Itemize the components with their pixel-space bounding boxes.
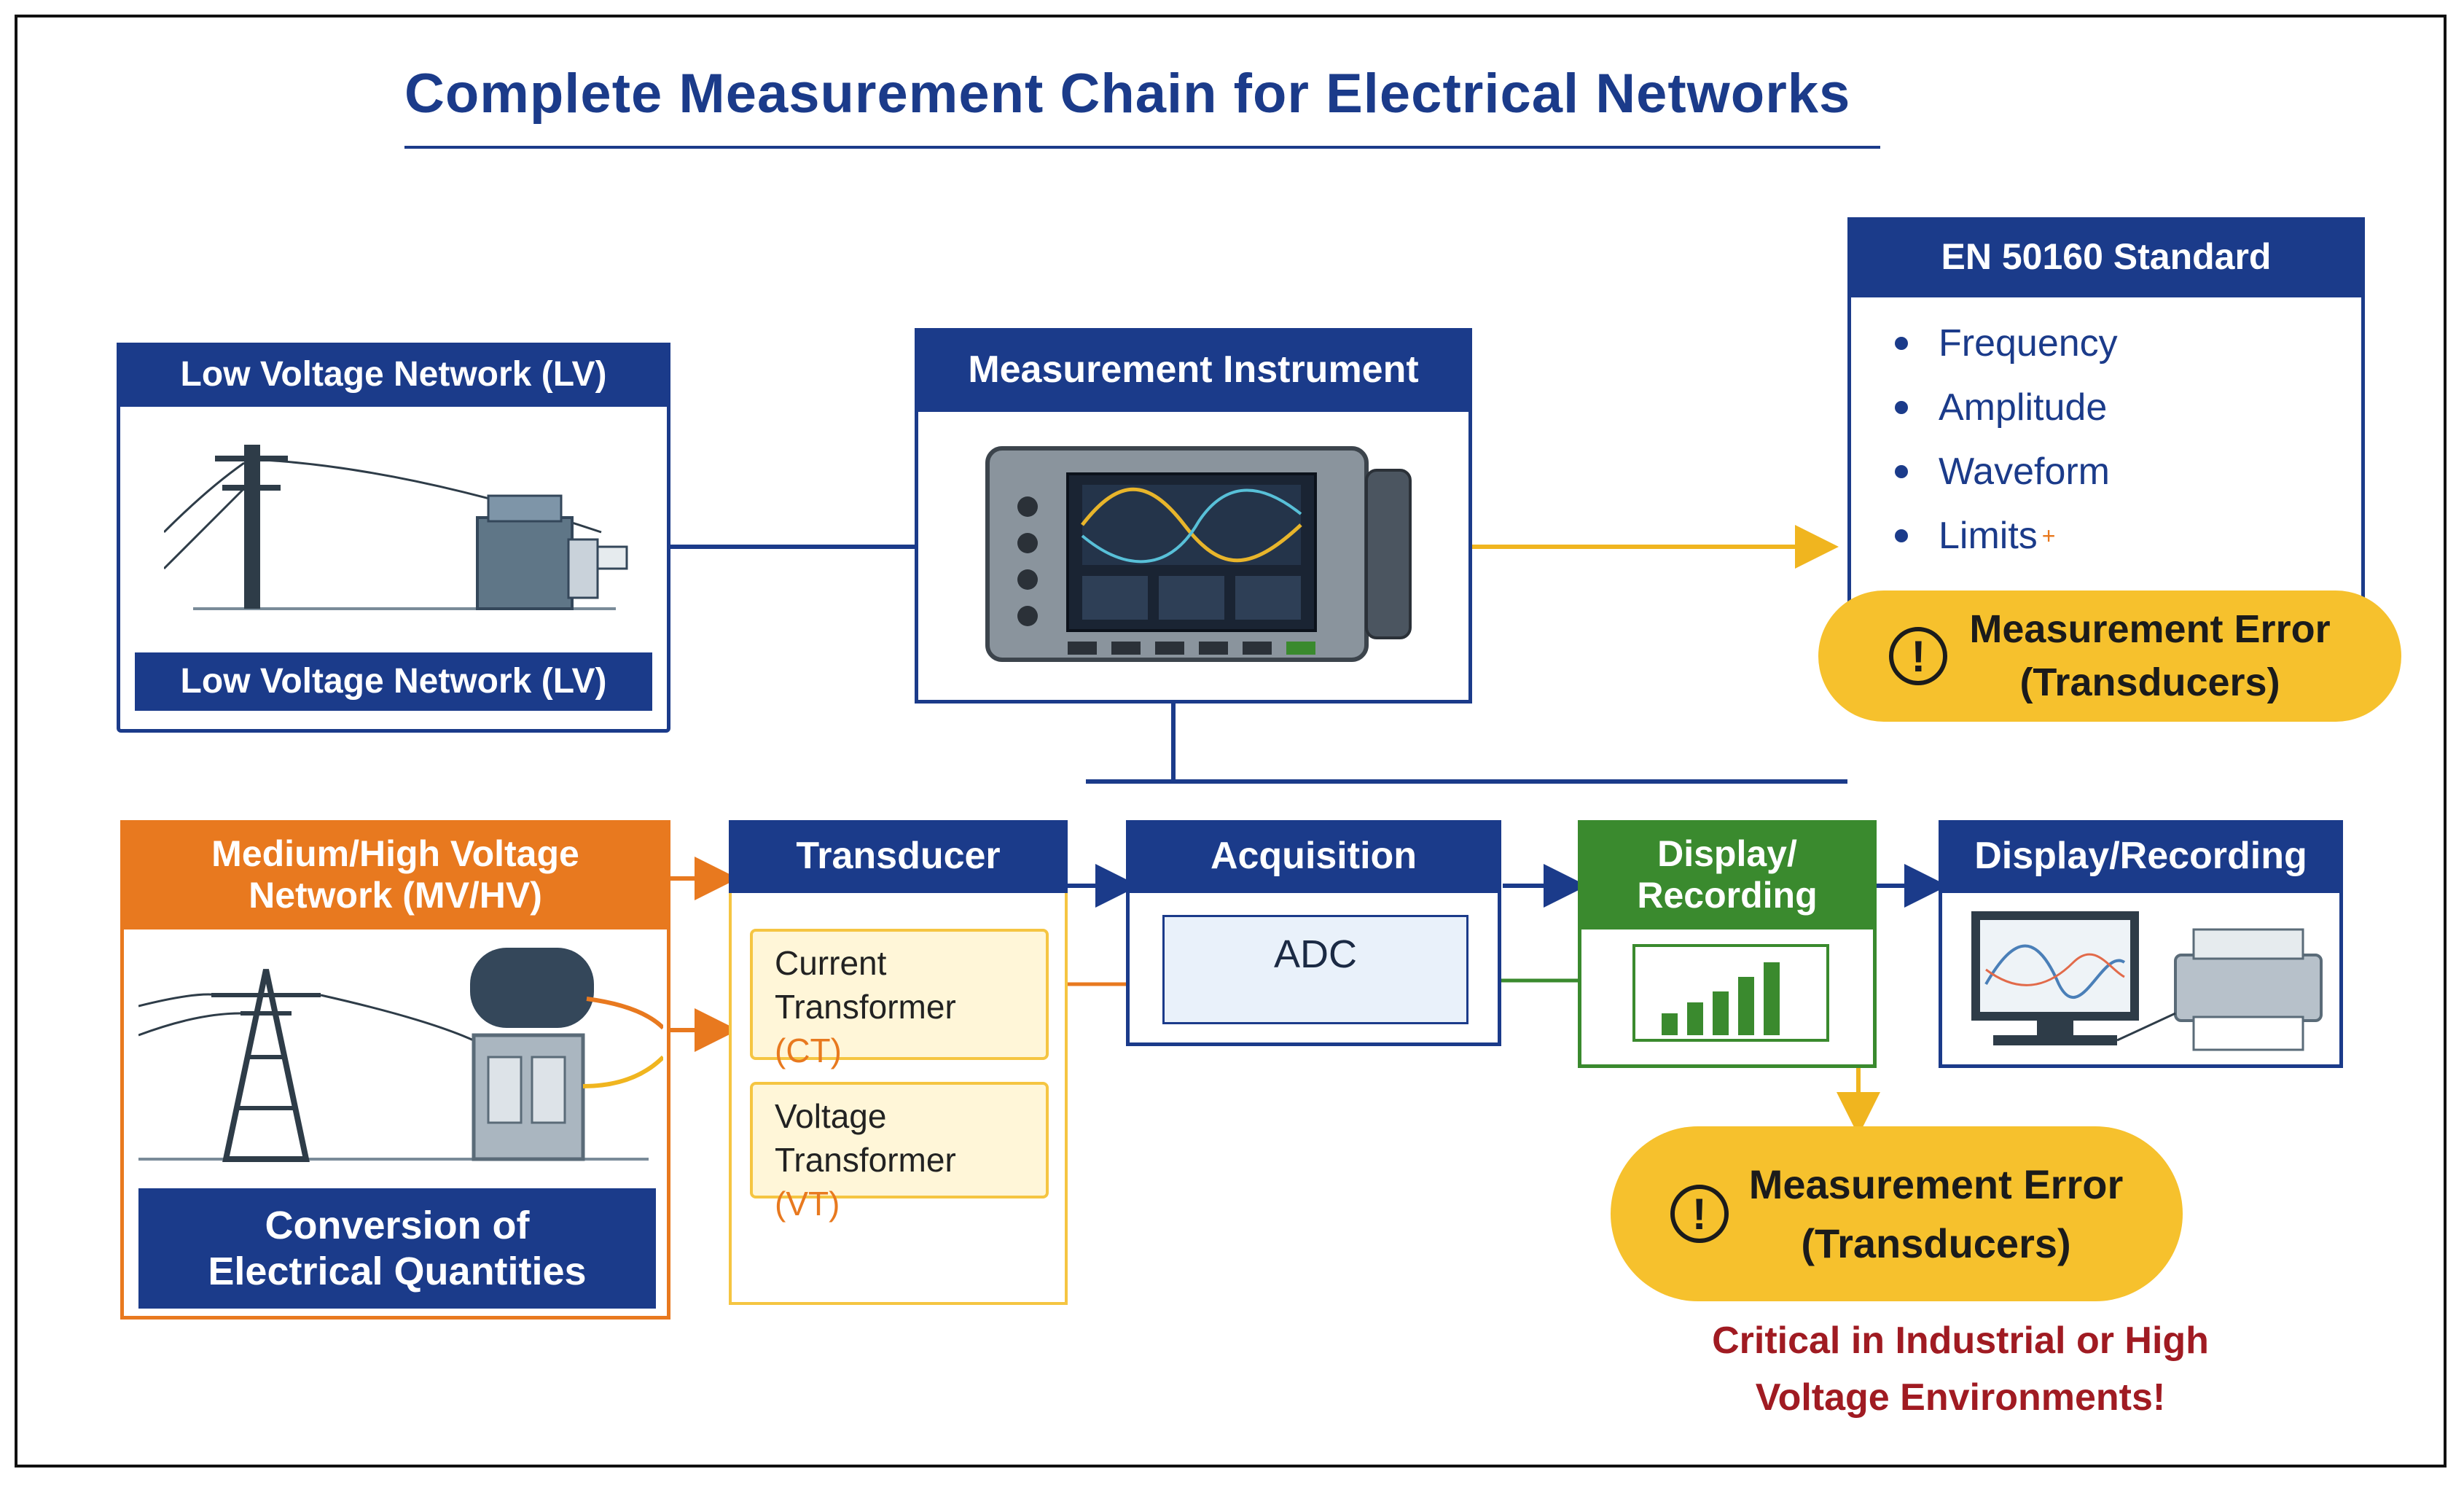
mv-header-line2: Network (MV/HV) — [249, 875, 542, 916]
limits-mark: + — [2041, 522, 2056, 549]
display-green-box: Display/ Recording — [1578, 820, 1877, 1068]
title-underline — [404, 146, 1880, 149]
acquisition-box: Acquisition ADC — [1126, 820, 1501, 1046]
standard-item-waveform: Waveform — [1895, 450, 2332, 494]
bullet-icon — [1895, 529, 1908, 542]
mv-footer-line2: Electrical Quantities — [208, 1249, 587, 1293]
display-recording-header: Display/Recording — [1939, 820, 2343, 893]
warning-icon: ! — [1889, 627, 1948, 685]
display-recording-box: Display/Recording — [1939, 820, 2343, 1068]
error-pill-top: ! Measurement Error (Transducers) — [1818, 591, 2401, 722]
instrument-illustration — [985, 446, 1412, 662]
mv-network-box: Medium/High Voltage Network (MV/HV) Conv… — [120, 820, 670, 1320]
standard-item-frequency: Frequency — [1895, 321, 2332, 365]
vt-abbr: (VT) — [775, 1184, 840, 1223]
bullet-icon — [1895, 465, 1908, 478]
error-bottom-line2: (Transducers) — [1801, 1220, 2071, 1266]
lv-network-header: Low Voltage Network (LV) — [117, 343, 670, 407]
display-green-line2: Recording — [1637, 875, 1818, 916]
vt-line1: Voltage — [775, 1097, 887, 1135]
bullet-icon — [1895, 401, 1908, 414]
error-pill-bottom: ! Measurement Error (Transducers) — [1611, 1126, 2183, 1301]
acquisition-header: Acquisition — [1126, 820, 1501, 893]
lv-network-footer: Low Voltage Network (LV) — [135, 652, 652, 711]
bullet-icon — [1895, 337, 1908, 350]
critical-line2: Voltage Environments! — [1755, 1376, 2166, 1419]
instrument-header: Measurement Instrument — [915, 328, 1472, 412]
standard-header: EN 50160 Standard — [1847, 217, 2365, 297]
error-pill-bottom-text: Measurement Error (Transducers) — [1749, 1155, 2124, 1273]
bar-graph-icon — [1632, 944, 1829, 1042]
standard-item-limits: Limits+ — [1895, 514, 2332, 558]
vt-line2-text: Transformer — [775, 1140, 956, 1179]
voltage-transformer-box: Voltage Transformer (VT) — [750, 1082, 1049, 1223]
transducer-header: Transducer — [729, 820, 1068, 893]
instrument-box: Measurement Instrument — [915, 328, 1472, 703]
lv-network-illustration — [164, 445, 628, 610]
transducer-box: Transducer Current Transformer (CT) Volt… — [729, 820, 1068, 1305]
vt-line2: Transformer (VT) — [775, 1139, 1024, 1226]
ct-line2: Transformer (CT) — [775, 986, 1024, 1073]
ct-abbr: (CT) — [775, 1031, 842, 1069]
error-top-line1: Measurement Error — [1969, 607, 2331, 652]
mv-network-header: Medium/High Voltage Network (MV/HV) — [120, 820, 670, 929]
error-top-line2: (Transducers) — [2019, 660, 2280, 704]
critical-note: Critical in Industrial or High Voltage E… — [1603, 1312, 2318, 1436]
error-pill-top-text: Measurement Error (Transducers) — [1969, 603, 2330, 709]
standard-list: Frequency Amplitude Waveform Limits+ — [1895, 321, 2332, 578]
standard-item-amplitude: Amplitude — [1895, 386, 2332, 429]
page-title: Complete Measurement Chain for Electrica… — [404, 63, 1851, 125]
mv-footer-line1: Conversion of — [265, 1204, 530, 1248]
warning-icon: ! — [1670, 1185, 1729, 1243]
ct-line1: Current — [775, 944, 887, 982]
mv-header-line1: Medium/High Voltage — [211, 833, 579, 874]
critical-line1: Critical in Industrial or High — [1712, 1320, 2209, 1362]
current-transformer-box: Current Transformer (CT) — [750, 929, 1049, 1069]
ct-line2-text: Transformer — [775, 987, 956, 1026]
error-bottom-line1: Measurement Error — [1748, 1161, 2124, 1207]
display-green-line1: Display/ — [1657, 833, 1797, 874]
mv-network-illustration — [138, 948, 663, 1162]
standard-box: EN 50160 Standard Frequency Amplitude Wa… — [1847, 217, 2365, 604]
computer-printer-illustration — [1971, 911, 2323, 1051]
lv-network-box: Low Voltage Network (LV) Low Voltage Net… — [117, 343, 670, 733]
display-green-header: Display/ Recording — [1578, 820, 1877, 929]
mv-network-footer: Conversion of Electrical Quantities — [138, 1188, 656, 1309]
adc-block: ADC — [1162, 915, 1468, 1024]
